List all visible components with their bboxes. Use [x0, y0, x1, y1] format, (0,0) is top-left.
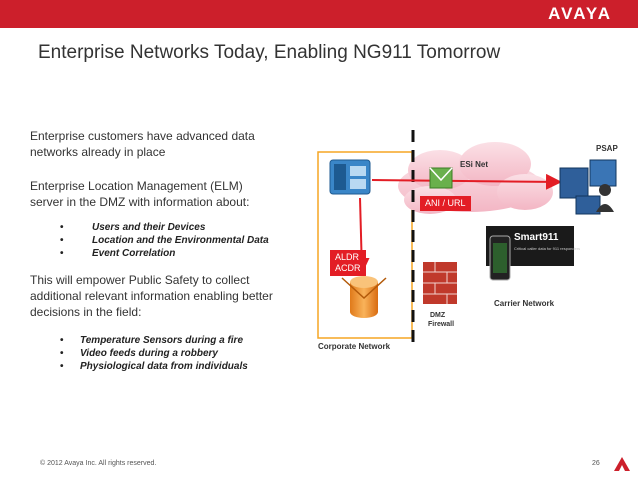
header-bar: AVAYA	[0, 0, 638, 28]
page-number: 26	[592, 460, 600, 467]
list-item: Location and the Environmental Data	[60, 234, 269, 247]
list-item: Users and their Devices	[60, 221, 269, 234]
esinet-label: ESi Net	[460, 160, 489, 169]
firewall-icon	[423, 262, 457, 304]
psap-workstation-icon	[559, 159, 617, 215]
info-list: Users and their Devices Location and the…	[60, 221, 269, 260]
avaya-logo: AVAYA	[548, 4, 612, 23]
paragraph-1-line-1: Enterprise customers have advanced data	[30, 129, 255, 143]
psap-label: PSAP	[596, 144, 618, 153]
acdr-text: ACDR	[335, 263, 361, 273]
smart911-tagline: Critical caller data for 911 responders	[514, 246, 581, 251]
paragraph-3-line-2: additional relevant information enabling…	[30, 289, 273, 303]
copyright: © 2012 Avaya Inc. All rights reserved.	[40, 460, 157, 467]
corporate-network-label: Corporate Network	[318, 342, 391, 351]
smart911-label: Smart911	[514, 232, 559, 243]
aldr-text: ALDR	[335, 252, 360, 262]
paragraph-2-line-2: server in the DMZ with information about…	[30, 195, 250, 209]
avaya-mark-icon	[614, 457, 630, 471]
envelope-icon	[429, 167, 453, 189]
slide-title: Enterprise Networks Today, Enabling NG91…	[38, 42, 501, 63]
field-data-list: Temperature Sensors during a fire Video …	[60, 334, 248, 373]
elm-server-icon	[341, 276, 387, 318]
paragraph-3: This will empower Public Safety to colle…	[30, 272, 273, 320]
paragraph-2-line-1: Enterprise Location Management (ELM)	[30, 179, 243, 193]
firewall-label: Firewall	[428, 321, 455, 328]
carrier-network-label: Carrier Network	[494, 299, 555, 308]
list-item: Event Correlation	[60, 247, 269, 260]
dmz-label: DMZ	[430, 312, 446, 319]
corporate-network-box	[317, 151, 413, 339]
call-arrow	[371, 173, 562, 190]
list-item: Video feeds during a robbery	[60, 347, 248, 360]
paragraph-3-line-3: decisions in the field:	[30, 305, 142, 319]
ani-url-label: ANI / URL	[420, 196, 471, 211]
paragraph-2: Enterprise Location Management (ELM) ser…	[30, 178, 249, 210]
aldr-acdr-label: ALDR ACDR	[330, 250, 366, 276]
list-item: Temperature Sensors during a fire	[60, 334, 248, 347]
phone-icon	[329, 159, 371, 195]
paragraph-3-line-1: This will empower Public Safety to colle…	[30, 273, 250, 287]
paragraph-1: Enterprise customers have advanced data …	[30, 128, 255, 160]
paragraph-1-line-2: networks already in place	[30, 145, 166, 159]
list-item: Physiological data from individuals	[60, 360, 248, 373]
